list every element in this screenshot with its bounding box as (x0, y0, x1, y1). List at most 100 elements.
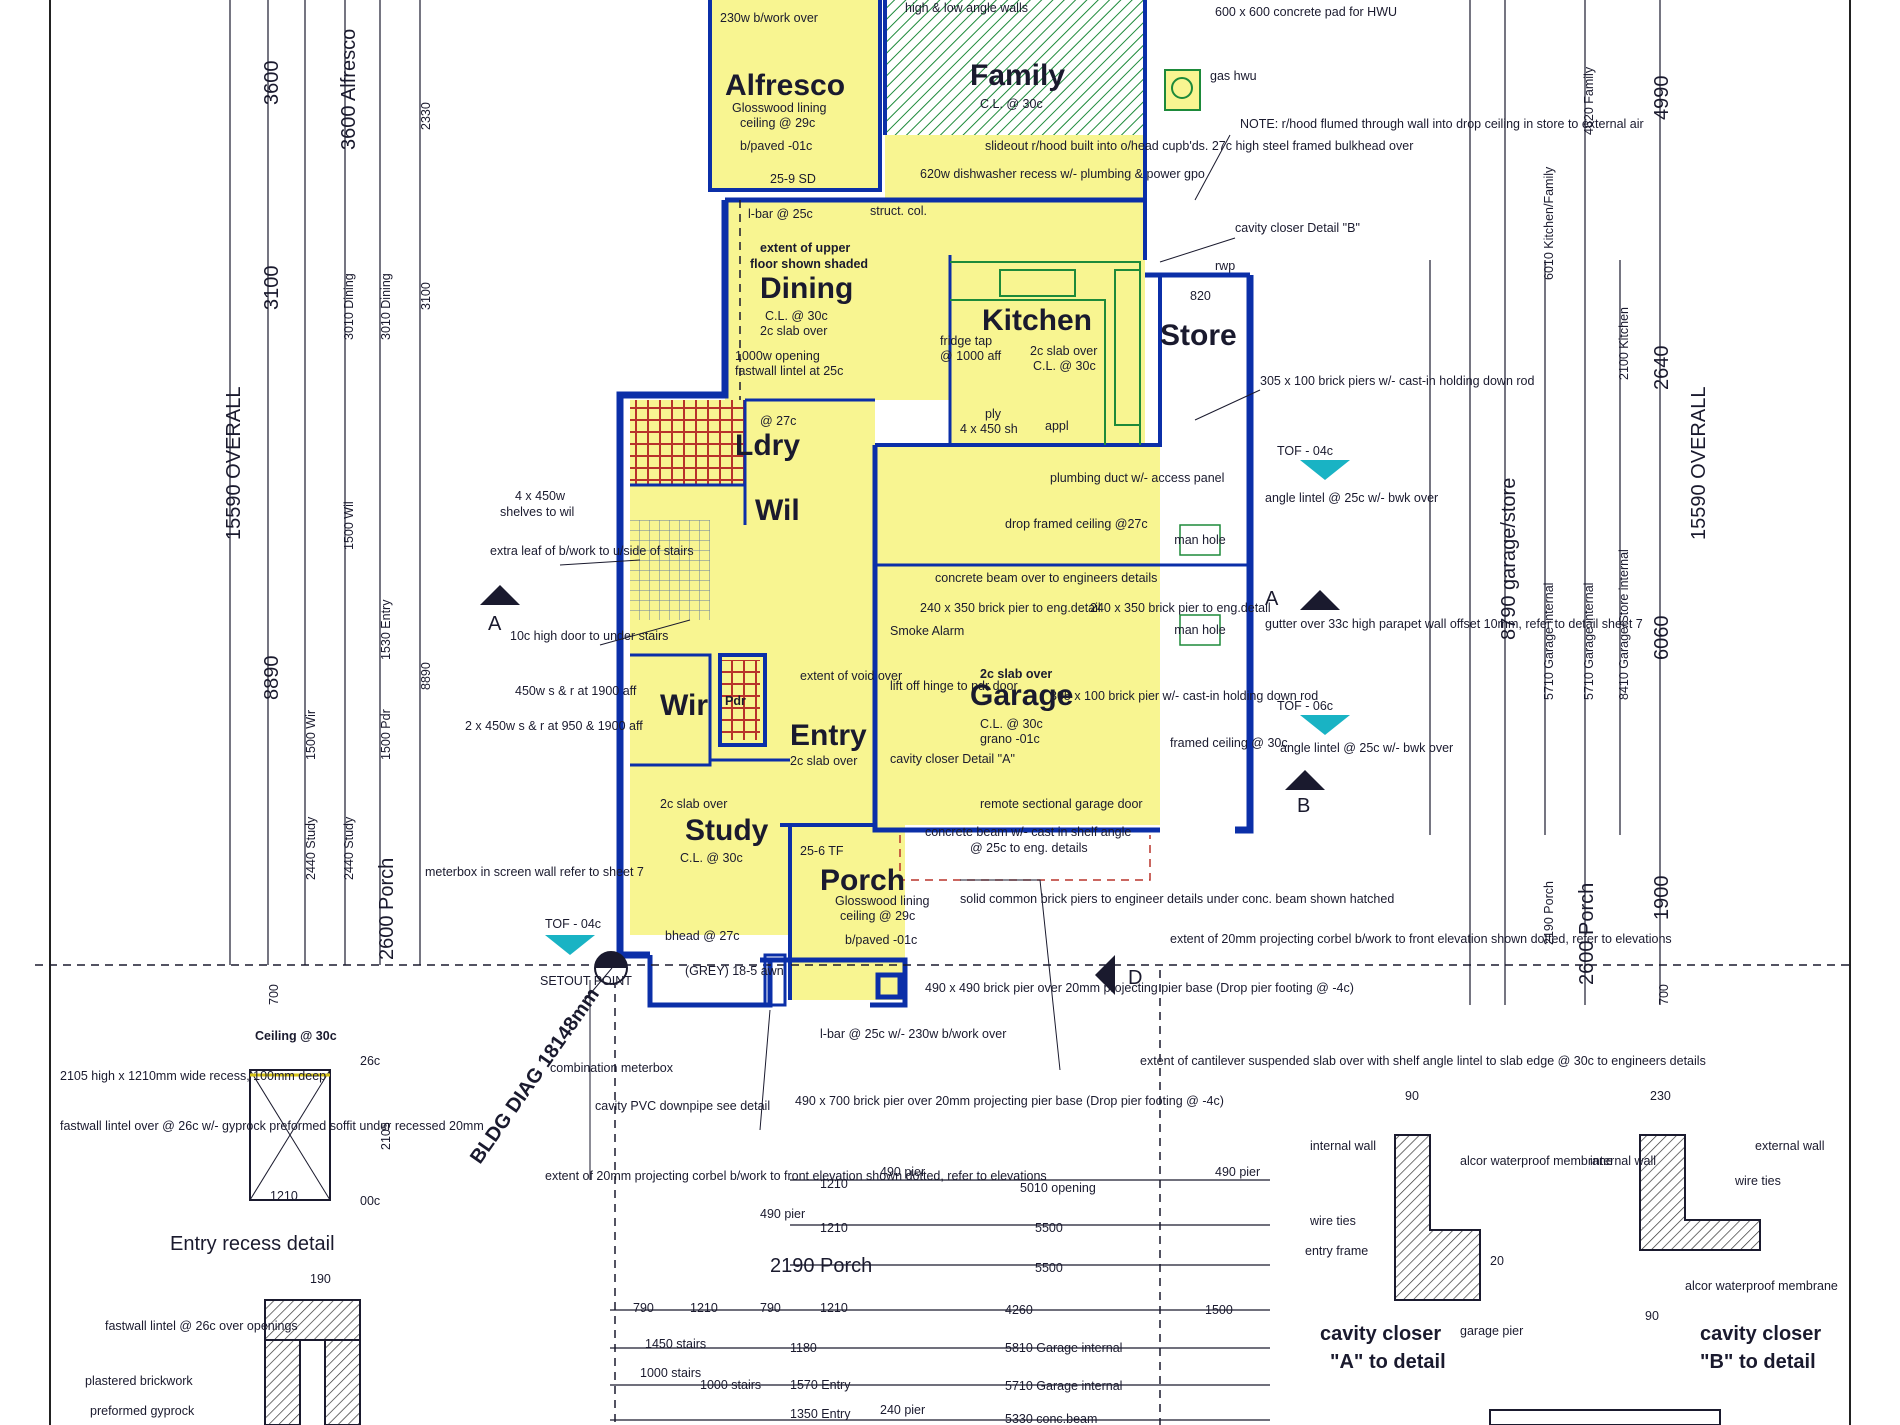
svg-text:26c: 26c (360, 1054, 380, 1068)
tof-04-right: TOF - 04c (1277, 444, 1333, 458)
svg-text:angle lintel @ 25c w/- bwk ove: angle lintel @ 25c w/- bwk over (1280, 741, 1453, 755)
svg-text:bhead @ 27c: bhead @ 27c (665, 929, 740, 943)
svg-text:fastwall lintel over @ 26c w/-: fastwall lintel over @ 26c w/- gyprock p… (60, 1119, 484, 1133)
study-fill (630, 760, 790, 935)
svg-text:1900: 1900 (1651, 876, 1673, 921)
svg-text:fastwall lintel @ 26c over ope: fastwall lintel @ 26c over openings (105, 1319, 298, 1333)
svg-text:C.L. @ 30c: C.L. @ 30c (765, 309, 828, 323)
svg-text:Glosswood lining: Glosswood lining (835, 894, 930, 908)
svg-text:C.L. @ 30c: C.L. @ 30c (980, 717, 1043, 731)
title-block-edge (1489, 1409, 1721, 1425)
svg-text:1000w opening: 1000w opening (735, 349, 820, 363)
svg-text:plastered brickwork: plastered brickwork (85, 1374, 193, 1388)
svg-text:25-6 TF: 25-6 TF (800, 844, 844, 858)
svg-text:angle lintel @ 25c w/- bwk ove: angle lintel @ 25c w/- bwk over (1265, 491, 1438, 505)
svg-text:5500: 5500 (1035, 1221, 1063, 1235)
svg-text:1210: 1210 (820, 1221, 848, 1235)
tof-markers: TOF - 04c TOF - 04c TOF - 06c (545, 444, 1350, 955)
svg-text:240 pier: 240 pier (880, 1403, 925, 1417)
note-hwu: 600 x 600 concrete pad for HWU (1215, 5, 1397, 19)
svg-text:shelves to wil: shelves to wil (500, 505, 574, 519)
room-dining: Dining (760, 272, 853, 305)
svg-text:4 x 450 sh: 4 x 450 sh (960, 422, 1018, 436)
svg-text:cavity PVC downpipe see detail: cavity PVC downpipe see detail (595, 1099, 770, 1113)
svg-text:2c slab over: 2c slab over (1030, 344, 1097, 358)
svg-text:grano -01c: grano -01c (980, 732, 1040, 746)
svg-text:struct. col.: struct. col. (870, 204, 927, 218)
right-dimension-labels: 15590 OVERALL 4990 4620 Family 6010 Kitc… (1498, 66, 1710, 1005)
dining-fill (725, 200, 950, 400)
room-wil: Wil (755, 494, 800, 527)
svg-text:wire ties: wire ties (1734, 1174, 1781, 1188)
brick-pier-490 (875, 972, 903, 1000)
svg-text:15590 OVERALL: 15590 OVERALL (1688, 387, 1710, 540)
section-mark-d: D (1128, 967, 1142, 989)
cavity-closer-a-detail: internal wall alcor waterproof membrane … (1305, 1089, 1613, 1373)
svg-text:entry frame: entry frame (1305, 1244, 1368, 1258)
svg-text:3100: 3100 (419, 282, 433, 310)
svg-text:6060: 6060 (1651, 616, 1673, 661)
svg-text:3010 Dining: 3010 Dining (379, 273, 393, 340)
svg-text:230: 230 (1650, 1089, 1671, 1103)
svg-text:external wall: external wall (1755, 1139, 1824, 1153)
svg-text:8790 garage/store: 8790 garage/store (1498, 478, 1520, 640)
room-ldry: Ldry (735, 429, 800, 462)
svg-text:b/paved -01c: b/paved -01c (845, 933, 917, 947)
svg-text:2440 Study: 2440 Study (342, 816, 356, 880)
svg-text:305 x 100 brick pier w/- cast-: 305 x 100 brick pier w/- cast-in holding… (1050, 689, 1318, 703)
svg-text:wire ties: wire ties (1309, 1214, 1356, 1228)
setout-point-half (595, 952, 627, 968)
svg-text:Smoke Alarm: Smoke Alarm (890, 624, 964, 638)
room-fills (630, 0, 1160, 1000)
svg-text:C.L. @ 30c: C.L. @ 30c (980, 97, 1043, 111)
svg-text:@ 1000 aff: @ 1000 aff (940, 349, 1002, 363)
svg-text:90: 90 (1645, 1309, 1659, 1323)
svg-text:2100 Kitchen: 2100 Kitchen (1617, 307, 1631, 380)
room-garage: Garage (970, 679, 1073, 712)
note-slideout: slideout r/hood built into o/head cupb'd… (985, 139, 1413, 153)
svg-text:extent of 20mm projecting corb: extent of 20mm projecting corbel b/work … (1170, 932, 1672, 946)
svg-text:4 x 450w: 4 x 450w (515, 489, 566, 503)
svg-text:C.L. @ 30c: C.L. @ 30c (680, 851, 743, 865)
svg-text:b/paved -01c: b/paved -01c (740, 139, 812, 153)
svg-text:190: 190 (310, 1272, 331, 1286)
stair-grid (630, 520, 710, 620)
room-family: Family (970, 59, 1065, 92)
leader-lines (559, 134, 1261, 1180)
svg-text:4260: 4260 (1005, 1303, 1033, 1317)
svg-text:alcor waterproof membrane: alcor waterproof membrane (1685, 1279, 1838, 1293)
entry-recess-title: Entry recess detail (170, 1233, 335, 1255)
section-mark-b: B (1297, 795, 1310, 817)
svg-text:internal wall: internal wall (1310, 1139, 1376, 1153)
svg-text:extent of cantilever suspended: extent of cantilever suspended slab over… (1140, 1054, 1706, 1068)
svg-text:lift off hinge to pdr door: lift off hinge to pdr door (890, 679, 1018, 693)
svg-text:5330 conc.beam: 5330 conc.beam (1005, 1412, 1097, 1425)
svg-text:00c: 00c (360, 1194, 380, 1208)
svg-text:8890: 8890 (261, 656, 283, 701)
svg-text:4620 Family: 4620 Family (1582, 66, 1596, 135)
svg-text:@ 25c to eng. details: @ 25c to eng. details (970, 841, 1088, 855)
svg-text:1500: 1500 (1205, 1303, 1233, 1317)
svg-text:"B" to detail: "B" to detail (1700, 1351, 1816, 1373)
svg-text:ceiling @ 29c: ceiling @ 29c (840, 909, 915, 923)
svg-text:8410 Garage/Store internal: 8410 Garage/Store internal (1617, 549, 1631, 700)
manhole-1 (1179, 524, 1221, 556)
svg-text:1350 Entry: 1350 Entry (790, 1407, 851, 1421)
svg-text:1210: 1210 (820, 1177, 848, 1191)
svg-text:15590 OVERALL: 15590 OVERALL (223, 387, 245, 540)
manhole-2 (1179, 614, 1221, 646)
svg-text:20: 20 (1490, 1254, 1504, 1268)
walls (616, 0, 1254, 1008)
svg-text:6010 Kitchen/Family: 6010 Kitchen/Family (1542, 166, 1556, 280)
svg-text:extent of 20mm projecting corb: extent of 20mm projecting corbel b/work … (545, 1169, 1047, 1183)
svg-text:2 x 450w s & r at 950 & 1900 a: 2 x 450w s & r at 950 & 1900 aff (465, 719, 643, 733)
svg-text:1500 Wil: 1500 Wil (342, 501, 356, 550)
bottom-dimension-labels: 1210 490 pier 5010 opening 490 pier 490 … (633, 1165, 1260, 1425)
room-kitchen: Kitchen (982, 304, 1092, 337)
svg-text:extra leaf of b/work to u/side: extra leaf of b/work to u/side of stairs (490, 544, 694, 558)
entry-recess-detail: Ceiling @ 30c 2105 high x 1210mm wide re… (60, 1029, 484, 1255)
svg-text:1530 Entry: 1530 Entry (379, 599, 393, 660)
svg-text:@ 27c: @ 27c (760, 414, 796, 428)
svg-text:extent of void over: extent of void over (800, 669, 902, 683)
svg-text:2600 Porch: 2600 Porch (1576, 883, 1598, 985)
